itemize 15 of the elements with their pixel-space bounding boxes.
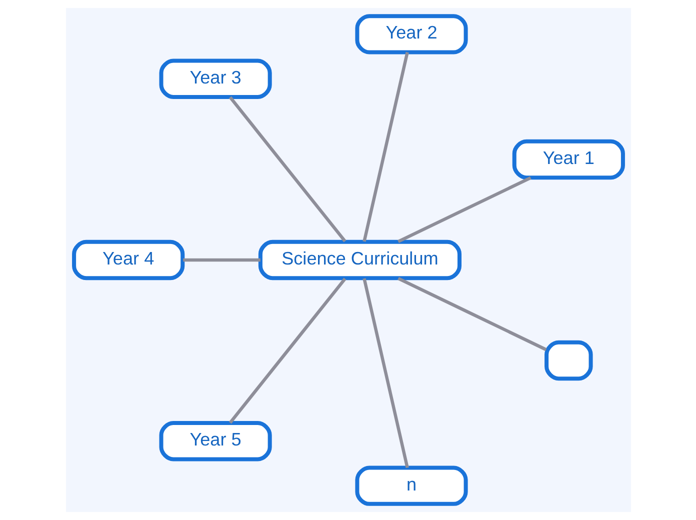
- connector: [228, 96, 346, 242]
- connector: [182, 258, 260, 262]
- node-box: Year 1: [512, 139, 624, 180]
- node-box: n: [354, 466, 468, 506]
- node-box: Science Curriculum: [258, 240, 462, 280]
- node-box: [544, 340, 592, 381]
- node-box: Year 4: [72, 240, 184, 280]
- connector: [362, 278, 408, 468]
- connector: [397, 176, 531, 243]
- connector: [362, 52, 408, 242]
- connector: [228, 278, 346, 424]
- node-box: Year 3: [158, 58, 272, 99]
- connector: [397, 277, 546, 352]
- node-box: Year 2: [354, 14, 468, 54]
- node-box: Year 5: [158, 421, 272, 462]
